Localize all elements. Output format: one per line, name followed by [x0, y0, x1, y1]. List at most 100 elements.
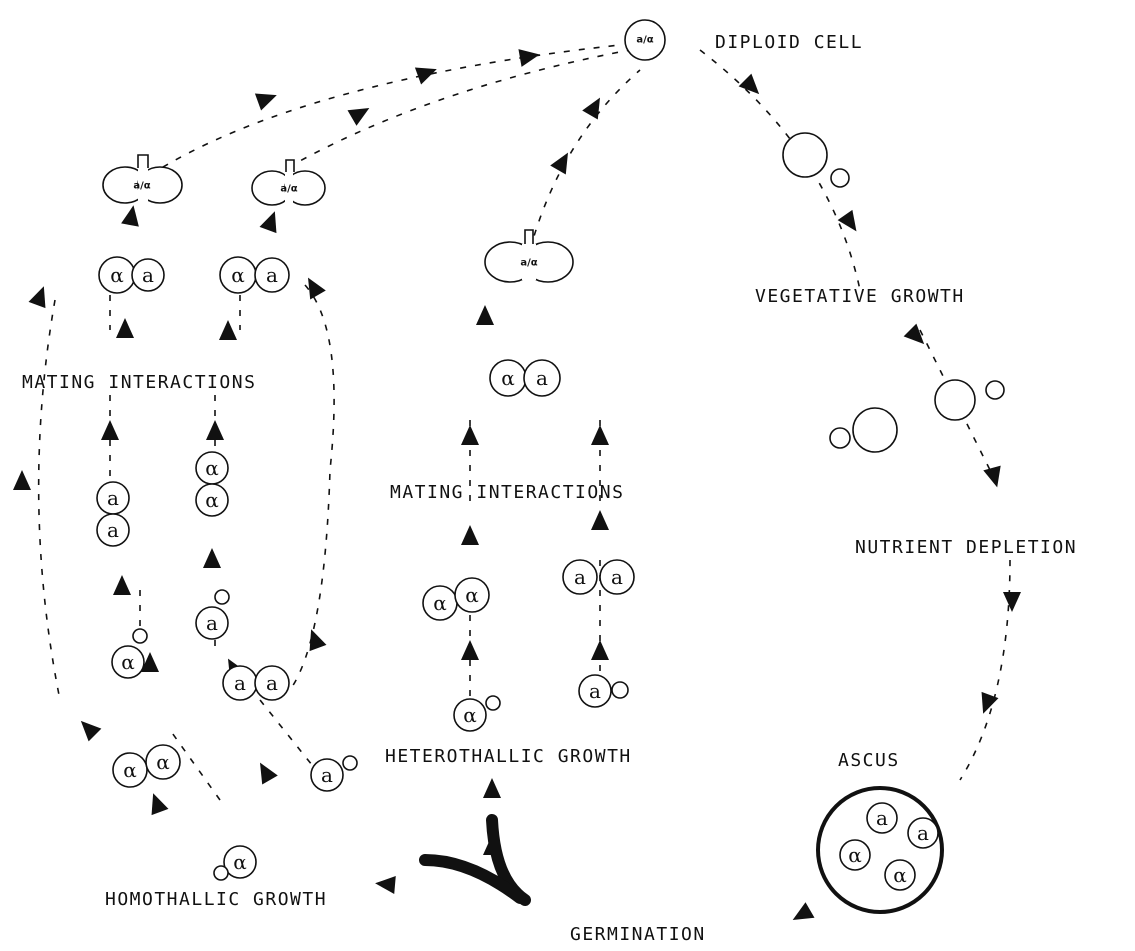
cell-a-glyph: a — [107, 518, 119, 542]
arrow-head — [518, 46, 541, 67]
mating-pair: α a — [490, 360, 560, 396]
budding-cell: a — [579, 675, 628, 707]
label-ascus: ASCUS — [838, 750, 900, 771]
arrow-head — [739, 74, 766, 101]
diploid-cell: a/α — [625, 20, 665, 60]
arrow-head — [476, 305, 494, 325]
arrow-head — [838, 210, 864, 237]
zygote: a/α — [485, 230, 573, 282]
budding-cell — [935, 380, 1004, 420]
mating-pair: α α — [113, 745, 180, 787]
cell-a-glyph: a — [589, 679, 601, 703]
arrow-head — [461, 525, 479, 545]
cell-alpha-glyph: α — [156, 750, 170, 774]
diploid-cell-glyph: a/α — [636, 35, 653, 46]
arrow-head — [483, 778, 501, 798]
ascus: a a α α — [818, 788, 942, 912]
cell-alpha-glyph: α — [463, 703, 477, 727]
arrow-head — [348, 100, 374, 126]
spore-a-glyph: a — [876, 806, 888, 830]
mating-pair: α a — [99, 257, 164, 293]
budding-cell: a — [311, 756, 357, 791]
label-homothallic-growth: HOMOTHALLIC GROWTH — [105, 889, 327, 910]
arrow-head — [591, 425, 609, 445]
budding-cell: a — [196, 590, 229, 639]
zygote: a/α — [103, 155, 182, 203]
spore-alpha-glyph: α — [893, 863, 907, 887]
arrow-head — [904, 324, 931, 351]
arrow-head — [29, 283, 53, 308]
mating-pair: a a — [223, 666, 289, 700]
cell-alpha-glyph: α — [205, 488, 219, 512]
arrow-head — [113, 575, 131, 595]
germination-branch — [425, 820, 525, 900]
arrow-head — [374, 874, 395, 894]
arrow-head — [74, 714, 101, 741]
budding-cell — [830, 408, 897, 452]
budding-cell: α — [112, 629, 147, 678]
arrow-head — [145, 790, 169, 815]
cell-a-glyph: a — [266, 671, 278, 695]
cell-alpha-glyph: α — [205, 456, 219, 480]
cell-alpha-glyph: α — [231, 263, 245, 287]
label-nutrient-depletion: NUTRIENT DEPLETION — [855, 537, 1077, 558]
arrow-head — [260, 208, 284, 233]
arrow-head — [219, 320, 237, 340]
arrow-head — [1003, 592, 1021, 612]
arrow-head — [252, 758, 278, 784]
stacked-cells: α α — [196, 452, 228, 516]
cell-a-glyph: a — [574, 565, 586, 589]
arrow-head — [461, 640, 479, 660]
zygote: a/α — [252, 160, 325, 205]
arrow-head — [116, 318, 134, 338]
cell-alpha-glyph: α — [121, 650, 135, 674]
label-heterothallic-growth: HETEROTHALLIC GROWTH — [385, 746, 632, 767]
cell-a-glyph: a — [611, 565, 623, 589]
mating-pair: a a — [563, 560, 634, 594]
budding-cell: α — [214, 846, 256, 880]
cell-alpha-glyph: α — [465, 583, 479, 607]
arrow-head — [788, 902, 814, 928]
cell-a-glyph: a — [234, 671, 246, 695]
arrow-head — [121, 204, 142, 227]
arrow-head — [303, 626, 327, 651]
zygote-glyph: a/α — [520, 258, 537, 269]
arrow-head — [983, 466, 1006, 490]
arrow-head — [13, 470, 31, 490]
zygote-glyph: a/α — [280, 184, 297, 195]
cell-alpha-glyph: α — [110, 263, 124, 287]
spore-alpha-glyph: α — [848, 843, 862, 867]
arrow-head — [206, 420, 224, 440]
cell-alpha-glyph: α — [501, 366, 515, 390]
cell-alpha-glyph: α — [233, 850, 247, 874]
arrow-head — [591, 510, 609, 530]
arrow-head — [582, 93, 608, 119]
arrow-head — [203, 548, 221, 568]
stacked-cells: a a — [97, 482, 129, 546]
mating-pair: α a — [220, 257, 289, 293]
arrow-head — [101, 420, 119, 440]
arrow-head — [591, 640, 609, 660]
arrow-head — [255, 87, 280, 111]
spore-a-glyph: a — [917, 821, 929, 845]
label-vegetative-growth: VEGETATIVE GROWTH — [755, 286, 965, 307]
mating-pair: α α — [423, 578, 489, 620]
cell-a-glyph: a — [536, 366, 548, 390]
cell-alpha-glyph: α — [123, 758, 137, 782]
budding-cell — [783, 133, 849, 187]
cell-a-glyph: a — [321, 763, 333, 787]
budding-cell: α — [454, 696, 500, 731]
label-diploid-cell: DIPLOID CELL — [715, 32, 863, 53]
arrow-head — [461, 425, 479, 445]
cell-a-glyph: a — [266, 263, 278, 287]
arrow-head — [300, 273, 326, 299]
zygote-glyph: a/α — [133, 181, 150, 192]
label-mating-interactions-center: MATING INTERACTIONS — [390, 482, 624, 503]
cell-a-glyph: a — [206, 611, 218, 635]
cell-a-glyph: a — [142, 263, 154, 287]
cell-a-glyph: a — [107, 486, 119, 510]
label-germination: GERMINATION — [570, 924, 706, 945]
label-mating-interactions-left: MATING INTERACTIONS — [22, 372, 256, 393]
